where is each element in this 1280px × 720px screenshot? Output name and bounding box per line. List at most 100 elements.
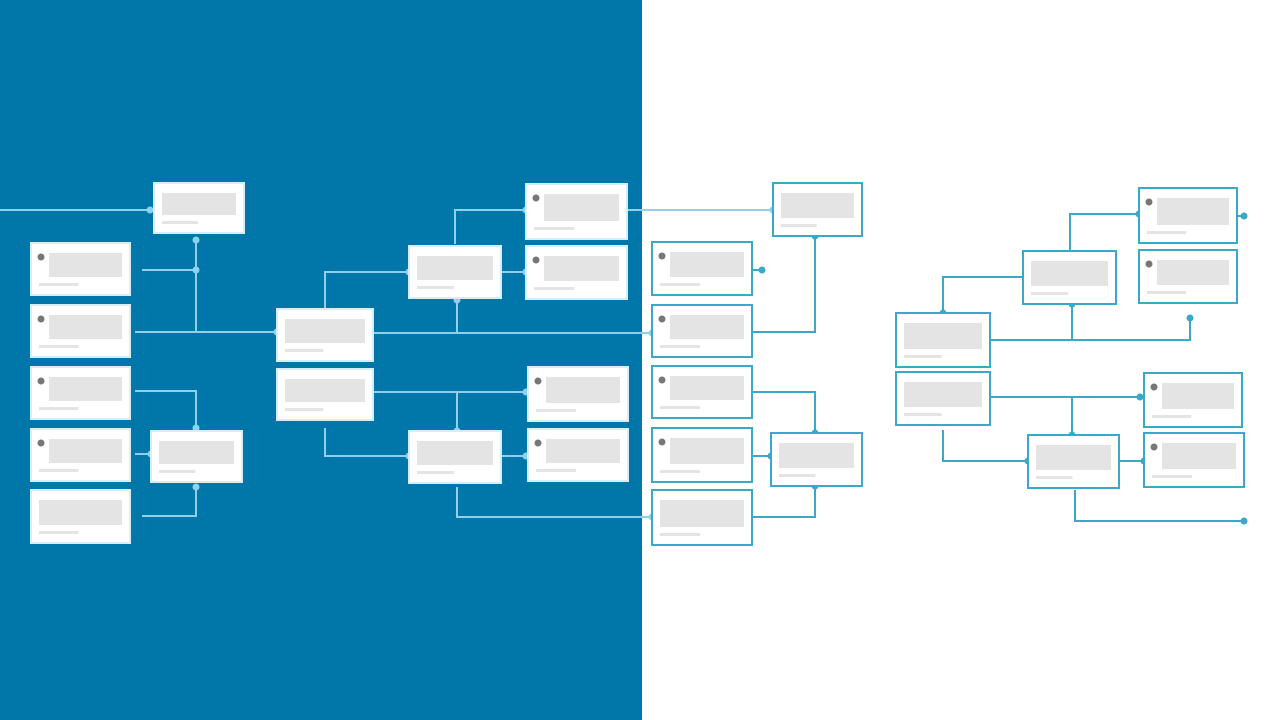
node-text-placeholder — [1036, 445, 1111, 470]
diagram-node[interactable] — [1022, 250, 1117, 305]
diagram-node[interactable] — [772, 182, 863, 237]
node-text-placeholder — [904, 382, 982, 407]
node-subtext-placeholder — [660, 533, 700, 536]
node-icon — [532, 256, 540, 264]
nodes — [30, 182, 1245, 546]
arrow-head-icon — [192, 424, 200, 432]
diagram-node[interactable] — [770, 432, 863, 487]
diagram-node[interactable] — [408, 430, 502, 484]
connector-line — [456, 487, 652, 518]
node-icon — [1150, 443, 1158, 451]
node-subtext-placeholder — [660, 283, 700, 286]
node-subtext-placeholder — [534, 227, 575, 230]
diagram-node[interactable] — [30, 428, 131, 482]
node-text-placeholder — [660, 500, 744, 527]
diagram-node[interactable] — [651, 427, 753, 483]
node-text-placeholder — [904, 323, 982, 349]
diagram-node[interactable] — [276, 308, 374, 362]
diagram-node[interactable] — [150, 430, 243, 483]
node-text-placeholder — [670, 376, 744, 400]
node-subtext-placeholder — [536, 409, 576, 412]
node-subtext-placeholder — [159, 470, 196, 473]
diagram-node[interactable] — [1138, 187, 1238, 244]
arrow-head-icon — [146, 206, 154, 214]
diagram-node[interactable] — [525, 245, 628, 300]
connector-line — [752, 236, 816, 333]
node-subtext-placeholder — [39, 531, 79, 534]
node-text-placeholder — [39, 500, 122, 525]
arrow-head-icon — [1186, 314, 1194, 322]
diagram-node[interactable] — [895, 371, 991, 426]
node-text-placeholder — [546, 377, 620, 403]
diagram-node[interactable] — [1143, 432, 1245, 488]
node-icon — [37, 315, 45, 323]
node-subtext-placeholder — [904, 413, 942, 416]
connector-line — [990, 318, 1191, 341]
diagram-node[interactable] — [525, 183, 628, 240]
diagram-node[interactable] — [276, 368, 374, 421]
node-subtext-placeholder — [536, 469, 576, 472]
diagram-node[interactable] — [1027, 434, 1120, 489]
node-subtext-placeholder — [162, 221, 198, 224]
node-subtext-placeholder — [285, 408, 324, 411]
node-text-placeholder — [1162, 443, 1236, 469]
node-subtext-placeholder — [904, 355, 942, 358]
node-icon — [37, 253, 45, 261]
diagram-node[interactable] — [651, 304, 753, 358]
node-text-placeholder — [670, 315, 744, 339]
node-icon — [37, 439, 45, 447]
node-text-placeholder — [49, 439, 122, 463]
node-subtext-placeholder — [417, 286, 454, 289]
node-subtext-placeholder — [1031, 292, 1069, 295]
node-subtext-placeholder — [660, 345, 700, 348]
node-text-placeholder — [285, 319, 365, 343]
arrow-head-icon — [192, 266, 200, 274]
node-icon — [1145, 198, 1153, 206]
diagram-node[interactable] — [651, 241, 753, 296]
node-icon — [37, 377, 45, 385]
arrow-head-icon — [192, 483, 200, 491]
node-subtext-placeholder — [1152, 475, 1192, 478]
node-subtext-placeholder — [1147, 231, 1187, 234]
node-text-placeholder — [670, 438, 744, 464]
node-text-placeholder — [1157, 260, 1229, 285]
diagram-node[interactable] — [895, 312, 991, 368]
node-text-placeholder — [159, 441, 234, 464]
diagram-node[interactable] — [30, 489, 131, 544]
connector-line — [752, 391, 816, 433]
diagram-node[interactable] — [30, 366, 131, 420]
arrow-head-icon — [758, 266, 766, 274]
node-subtext-placeholder — [660, 406, 700, 409]
node-text-placeholder — [417, 256, 493, 280]
arrow-head-icon — [1240, 212, 1248, 220]
diagram-node[interactable] — [30, 304, 131, 358]
diagram-node[interactable] — [651, 489, 753, 546]
node-text-placeholder — [781, 193, 854, 218]
connector-line — [752, 486, 816, 518]
diagram-node[interactable] — [527, 366, 629, 422]
node-text-placeholder — [49, 377, 122, 401]
node-text-placeholder — [49, 253, 122, 277]
node-subtext-placeholder — [285, 349, 324, 352]
node-text-placeholder — [544, 194, 619, 221]
diagram-node[interactable] — [527, 428, 629, 482]
node-text-placeholder — [1157, 198, 1229, 225]
connector-line — [324, 428, 409, 457]
node-text-placeholder — [285, 379, 365, 402]
diagram-node[interactable] — [651, 365, 753, 419]
node-subtext-placeholder — [39, 469, 79, 472]
node-subtext-placeholder — [417, 471, 454, 474]
diagram-node[interactable] — [30, 242, 131, 296]
diagram-node[interactable] — [153, 182, 245, 234]
connector-line — [454, 209, 526, 244]
diagram-node[interactable] — [1143, 372, 1243, 428]
diagram-node[interactable] — [408, 245, 502, 299]
node-text-placeholder — [49, 315, 122, 339]
diagram-node[interactable] — [1138, 249, 1238, 304]
arrow-head-icon — [1240, 517, 1248, 525]
node-text-placeholder — [546, 439, 620, 463]
node-icon — [658, 315, 666, 323]
node-icon — [1145, 260, 1153, 268]
node-subtext-placeholder — [534, 287, 575, 290]
